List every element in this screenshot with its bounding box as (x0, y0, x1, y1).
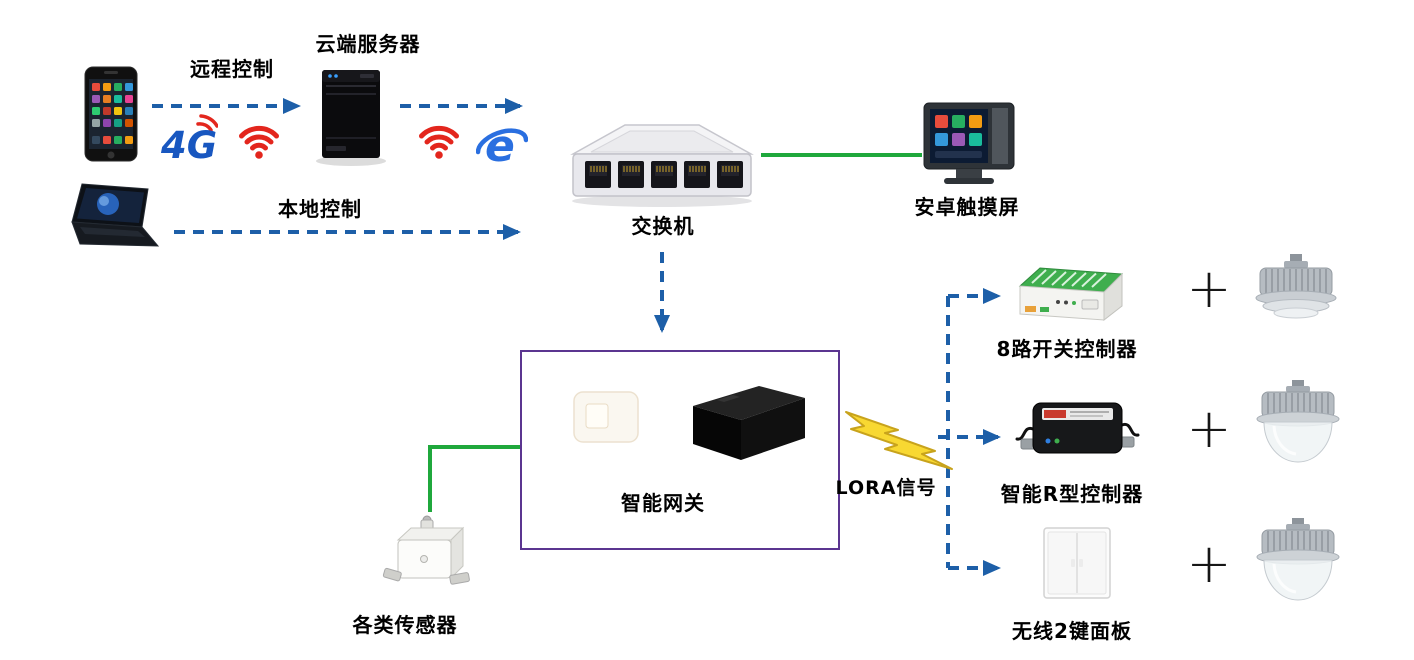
touchscreen-icon (923, 102, 1015, 184)
switch-label: 交换机 (631, 214, 695, 238)
plus-icon: + (1186, 257, 1232, 320)
local-control-label: 本地控制 (278, 197, 362, 221)
lamp-icon (1256, 380, 1340, 463)
sensors-label: 各类传感器 (352, 613, 458, 637)
controller-r-label: 智能R型控制器 (1000, 482, 1144, 506)
green-link-gateway-sensor (428, 445, 521, 512)
remote-control-label: 远程控制 (190, 57, 274, 81)
android-touchscreen-label: 安卓触摸屏 (914, 195, 1020, 219)
sensor-icon (382, 515, 470, 585)
controller-8ch-label: 8路开关控制器 (996, 337, 1138, 361)
svg-text:4G: 4G (160, 124, 217, 166)
smartphone-icon (84, 66, 138, 162)
gateway-icon (693, 386, 805, 460)
din-controller-icon (1018, 267, 1124, 322)
wireless-panel-label: 无线2键面板 (1012, 619, 1132, 643)
gateway-accessory-icon (573, 391, 639, 443)
switch-icon (570, 124, 754, 207)
cloud-server-label: 云端服务器 (315, 32, 421, 56)
smart-gateway-label: 智能网关 (621, 491, 705, 515)
wifi-icon (419, 125, 459, 159)
plus-icon: + (1186, 532, 1232, 595)
lamp-icon (1255, 254, 1337, 319)
plus-icon: + (1186, 397, 1232, 460)
panel-icon (1043, 527, 1111, 599)
server-icon (316, 70, 386, 166)
smart-gateway-box (520, 350, 840, 550)
lora-signal-label: LORA信号 (835, 477, 937, 499)
lamp-icon (1256, 518, 1340, 601)
laptop-icon (71, 183, 160, 247)
ie-browser-icon: e (475, 121, 529, 172)
wifi-icon (239, 125, 279, 159)
lightning-icon (845, 411, 953, 470)
r-controller-icon (1015, 402, 1140, 454)
fourg-icon: 4G (160, 114, 219, 167)
